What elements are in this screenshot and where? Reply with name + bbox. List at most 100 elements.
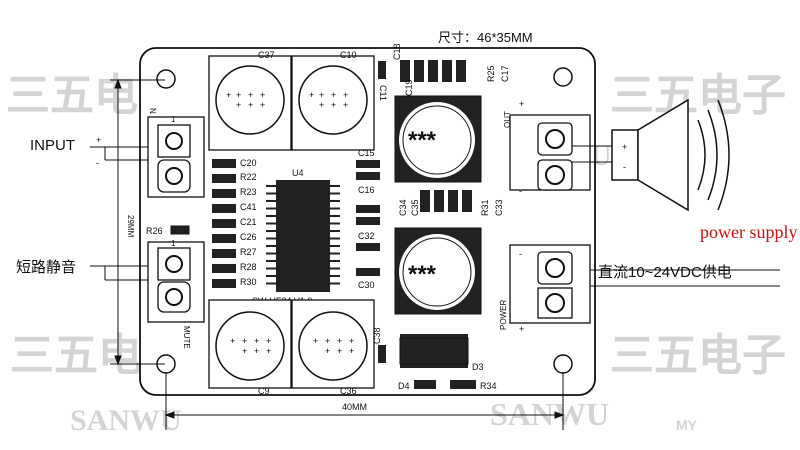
svg-text:+: + xyxy=(260,100,265,110)
speaker-icon xyxy=(611,98,730,212)
watermark-cn-right-top: 三五电子 xyxy=(610,71,786,120)
mid-col-c35: C35 xyxy=(410,199,420,216)
svg-text:+: + xyxy=(319,90,324,100)
mount-hole-tr xyxy=(553,67,573,87)
left-comp-3: C41 xyxy=(240,202,257,212)
svg-text:+: + xyxy=(236,100,241,110)
power-minus: - xyxy=(519,249,522,259)
right-comp-c32: C32 xyxy=(358,231,375,241)
svg-text:+: + xyxy=(236,90,241,100)
left-components xyxy=(212,159,236,288)
svg-text:+: + xyxy=(313,336,318,346)
cap-c36: ++++ +++ xyxy=(291,299,375,389)
left-comp-4: C21 xyxy=(240,217,257,227)
mid-col-c34: C34 xyxy=(398,199,408,216)
left-component-body xyxy=(212,189,236,198)
left-comp-6: R27 xyxy=(240,247,257,257)
out-plus: + xyxy=(519,99,524,109)
left-component-body xyxy=(212,174,236,183)
cap-c10-label: C10 xyxy=(340,50,357,60)
watermark-brand-bottom: SANWU xyxy=(490,396,609,432)
input-connector xyxy=(90,116,205,198)
input-n-label: N xyxy=(148,108,157,114)
svg-text:+: + xyxy=(349,336,354,346)
right-comp-c30: C30 xyxy=(358,280,375,290)
out-label: OUT xyxy=(503,111,512,128)
diode-d3 xyxy=(399,334,469,368)
d4-component xyxy=(414,380,436,389)
d3-label: D3 xyxy=(472,362,484,372)
dimension-height xyxy=(110,78,165,366)
svg-text:+: + xyxy=(260,90,265,100)
left-component-body xyxy=(212,279,236,288)
power-connector xyxy=(509,244,780,324)
power-pin-label: POWER xyxy=(499,300,508,330)
dim-height-label: 29MM xyxy=(126,215,135,238)
svg-text:+: + xyxy=(343,90,348,100)
watermark-corner: MY xyxy=(676,417,698,433)
right-comp-c16: C16 xyxy=(358,185,375,195)
mid-col-r31: R31 xyxy=(480,199,490,216)
left-component-labels: C20 R22 R23 C41 C21 C26 R27 R28 R30 xyxy=(240,158,257,287)
left-component-body xyxy=(212,204,236,213)
svg-text:+: + xyxy=(331,90,336,100)
inductor-bottom-mark: *** xyxy=(408,261,437,288)
mid-col-components xyxy=(420,190,472,212)
out-connector xyxy=(509,114,640,191)
left-component-body xyxy=(212,234,236,243)
left-comp-8: R30 xyxy=(240,277,257,287)
watermark-cn-right-bottom: 三五电子 xyxy=(610,331,786,380)
speaker-minus: - xyxy=(623,162,626,172)
c38-component xyxy=(378,345,386,363)
svg-text:+: + xyxy=(337,336,342,346)
r34-component xyxy=(450,380,476,389)
power-plus: + xyxy=(519,324,524,334)
right-components xyxy=(356,160,380,276)
mute-label: 短路静音 xyxy=(16,259,76,276)
mute-pin-label: MUTE xyxy=(182,326,191,349)
power-supply-desc: 直流10~24VDC供电 xyxy=(598,264,732,281)
svg-text:+: + xyxy=(325,336,330,346)
inductor-bottom xyxy=(394,227,482,315)
top-col-r25: R25 xyxy=(486,65,496,82)
c11-label: C11 xyxy=(378,85,388,101)
input-pin1: 1 xyxy=(171,115,176,124)
out-minus: - xyxy=(519,186,522,196)
top-col-c17: C17 xyxy=(500,65,510,82)
svg-text:+: + xyxy=(309,90,314,100)
input-minus: - xyxy=(96,158,99,168)
cap-c37-label: C37 xyxy=(258,50,275,60)
chip-u4-label: U4 xyxy=(292,168,304,178)
r34-label: R34 xyxy=(480,381,497,391)
right-comp-c15: C15 xyxy=(358,148,375,158)
left-component-body xyxy=(212,264,236,273)
inductor-top-mark: *** xyxy=(408,127,437,154)
c38-label: C38 xyxy=(372,327,382,344)
mute-pin1: 1 xyxy=(171,239,176,248)
svg-text:+: + xyxy=(266,346,271,356)
r26-label: R26 xyxy=(146,226,163,236)
left-comp-5: C26 xyxy=(240,232,257,242)
cap-c36-label: C36 xyxy=(340,386,357,396)
svg-text:+: + xyxy=(242,346,247,356)
svg-text:+: + xyxy=(226,90,231,100)
r26-component xyxy=(170,225,190,235)
chip-u4 xyxy=(266,180,340,292)
top-col-c18: C18 xyxy=(392,43,402,60)
c11-component xyxy=(378,61,386,79)
cap-c10: ++++ +++ xyxy=(291,55,375,151)
watermark-brand-bottom-left: SANWU xyxy=(70,404,182,437)
input-label: INPUT xyxy=(30,137,75,154)
svg-text:+: + xyxy=(248,100,253,110)
power-supply-note: power supply xyxy=(700,222,798,242)
svg-text:+: + xyxy=(349,346,354,356)
svg-text:+: + xyxy=(242,336,247,346)
svg-text:+: + xyxy=(266,336,271,346)
cap-c37: ++++ +++ xyxy=(208,55,292,151)
svg-text:+: + xyxy=(254,336,259,346)
dimension-width xyxy=(164,372,565,430)
input-plus: + xyxy=(96,135,101,145)
top-col-components xyxy=(400,60,466,82)
mute-connector xyxy=(90,241,205,323)
